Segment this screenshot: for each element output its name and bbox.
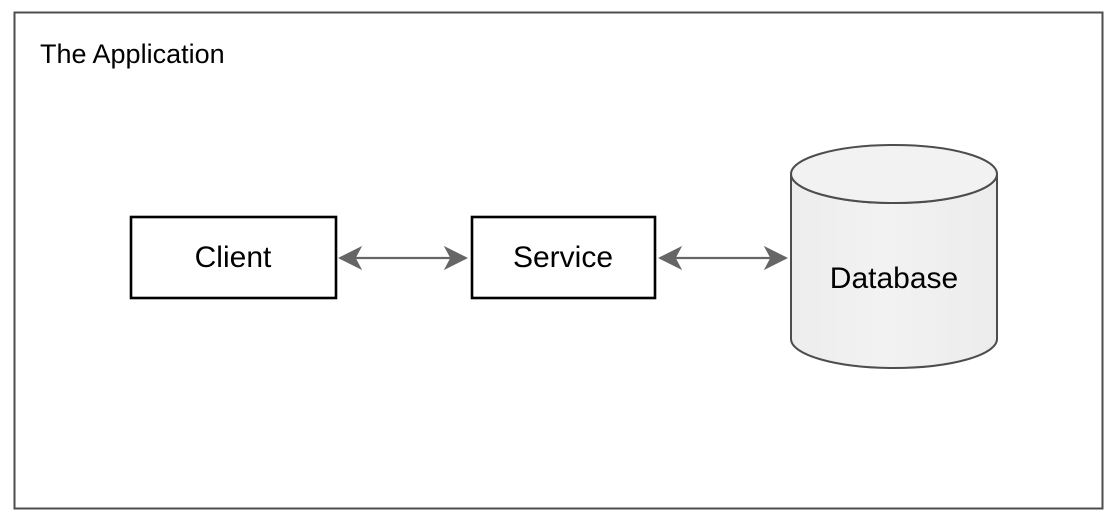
client-box[interactable] xyxy=(129,215,338,300)
database-label: Database xyxy=(830,262,958,295)
service-label: Service xyxy=(513,241,613,274)
service-box[interactable] xyxy=(470,215,657,300)
node-service[interactable]: Service xyxy=(470,215,657,300)
node-database[interactable]: Database xyxy=(790,144,998,369)
container-title: The Application xyxy=(40,39,225,69)
node-client[interactable]: Client xyxy=(129,215,338,300)
database-cylinder-top xyxy=(790,144,998,204)
client-label: Client xyxy=(195,241,272,274)
